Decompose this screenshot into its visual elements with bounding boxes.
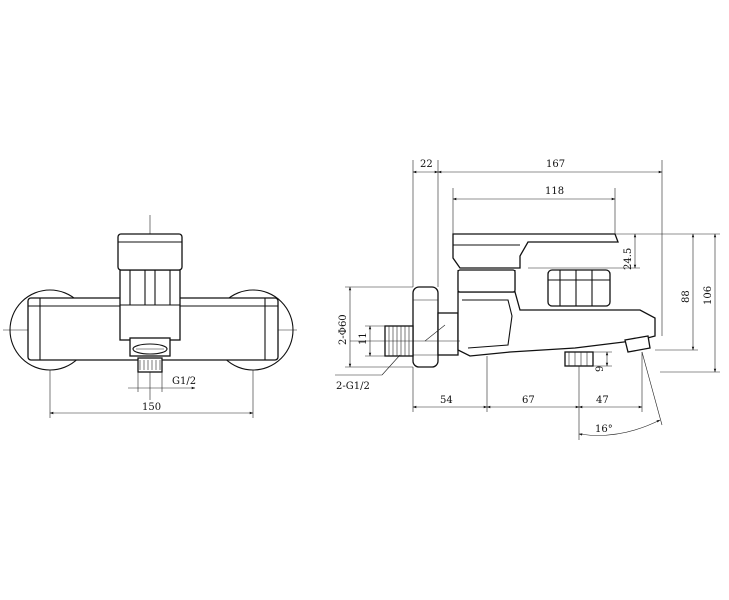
dim-167-label: 167 [546, 159, 565, 170]
dim-9-label: 9 [595, 366, 606, 372]
dim-88-label: 88 [681, 290, 692, 303]
front-width-label: 150 [142, 402, 161, 413]
dim-47-label: 47 [596, 395, 609, 406]
dim-phi60-label: 2-Φ60 [338, 314, 349, 345]
dim-118-label: 118 [545, 186, 564, 197]
thread-label: 2-G1/2 [336, 381, 370, 392]
dim-106-label: 106 [703, 286, 714, 305]
dim-11-label: 11 [358, 332, 369, 345]
dim-67-label: 67 [522, 395, 535, 406]
dim-22-label: 22 [420, 159, 433, 170]
dim-54-label: 54 [440, 395, 453, 406]
dim-angle-label: 16° [595, 424, 613, 435]
dim-24-5-label: 24.5 [623, 248, 634, 270]
front-view: G1/2 150 [3, 215, 297, 418]
side-view: 22 167 118 24.5 88 106 2-Φ60 11 [335, 159, 720, 440]
front-thread-label: G1/2 [172, 376, 196, 387]
